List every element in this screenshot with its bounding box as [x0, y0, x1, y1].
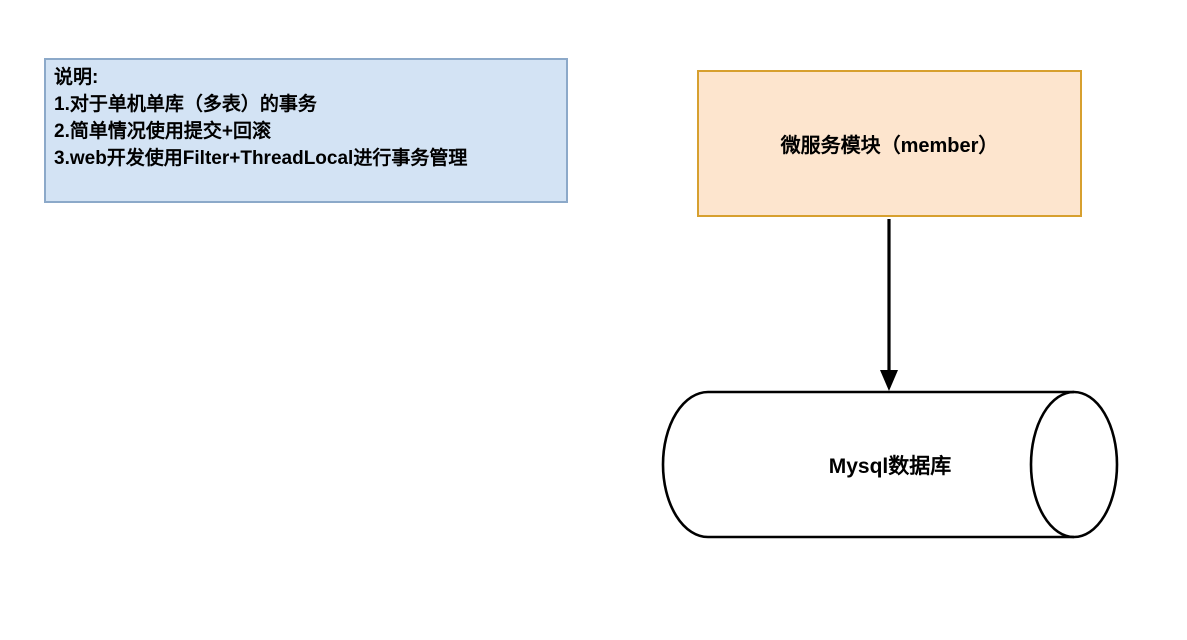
service-module-label: 微服务模块（member）	[780, 135, 999, 157]
note-line-2: 2.简单情况使用提交+回滚	[54, 121, 271, 142]
note-line-1: 1.对于单机单库（多表）的事务	[54, 94, 317, 115]
note-line-3: 3.web开发使用Filter+ThreadLocal进行事务管理	[54, 148, 468, 169]
note-line-title: 说明:	[54, 67, 99, 88]
connector-arrow-head	[880, 370, 898, 391]
database-cylinder-body	[661, 390, 1119, 539]
note-box: 说明: 1.对于单机单库（多表）的事务 2.简单情况使用提交+回滚 3.web开…	[44, 58, 568, 203]
service-module-box: 微服务模块（member）	[697, 70, 1082, 217]
database-cylinder-rim	[1029, 390, 1075, 539]
